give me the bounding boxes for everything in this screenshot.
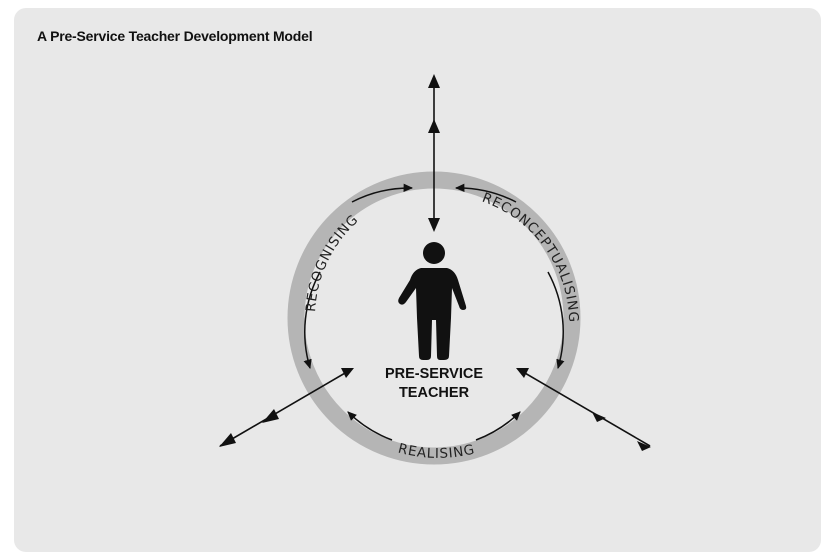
diagram-title: A Pre-Service Teacher Development Model [37, 28, 313, 44]
lower-right-axis-arrow [516, 368, 651, 451]
lower-left-axis-arrow [219, 368, 354, 447]
center-label-line1: PRE-SERVICE [385, 366, 483, 382]
vertical-axis-arrow [428, 74, 440, 232]
center-label-line2: TEACHER [399, 385, 470, 401]
person-icon [398, 242, 467, 360]
ring-label-realising: REALISING [396, 441, 476, 462]
cycle-arrows [303, 183, 565, 441]
